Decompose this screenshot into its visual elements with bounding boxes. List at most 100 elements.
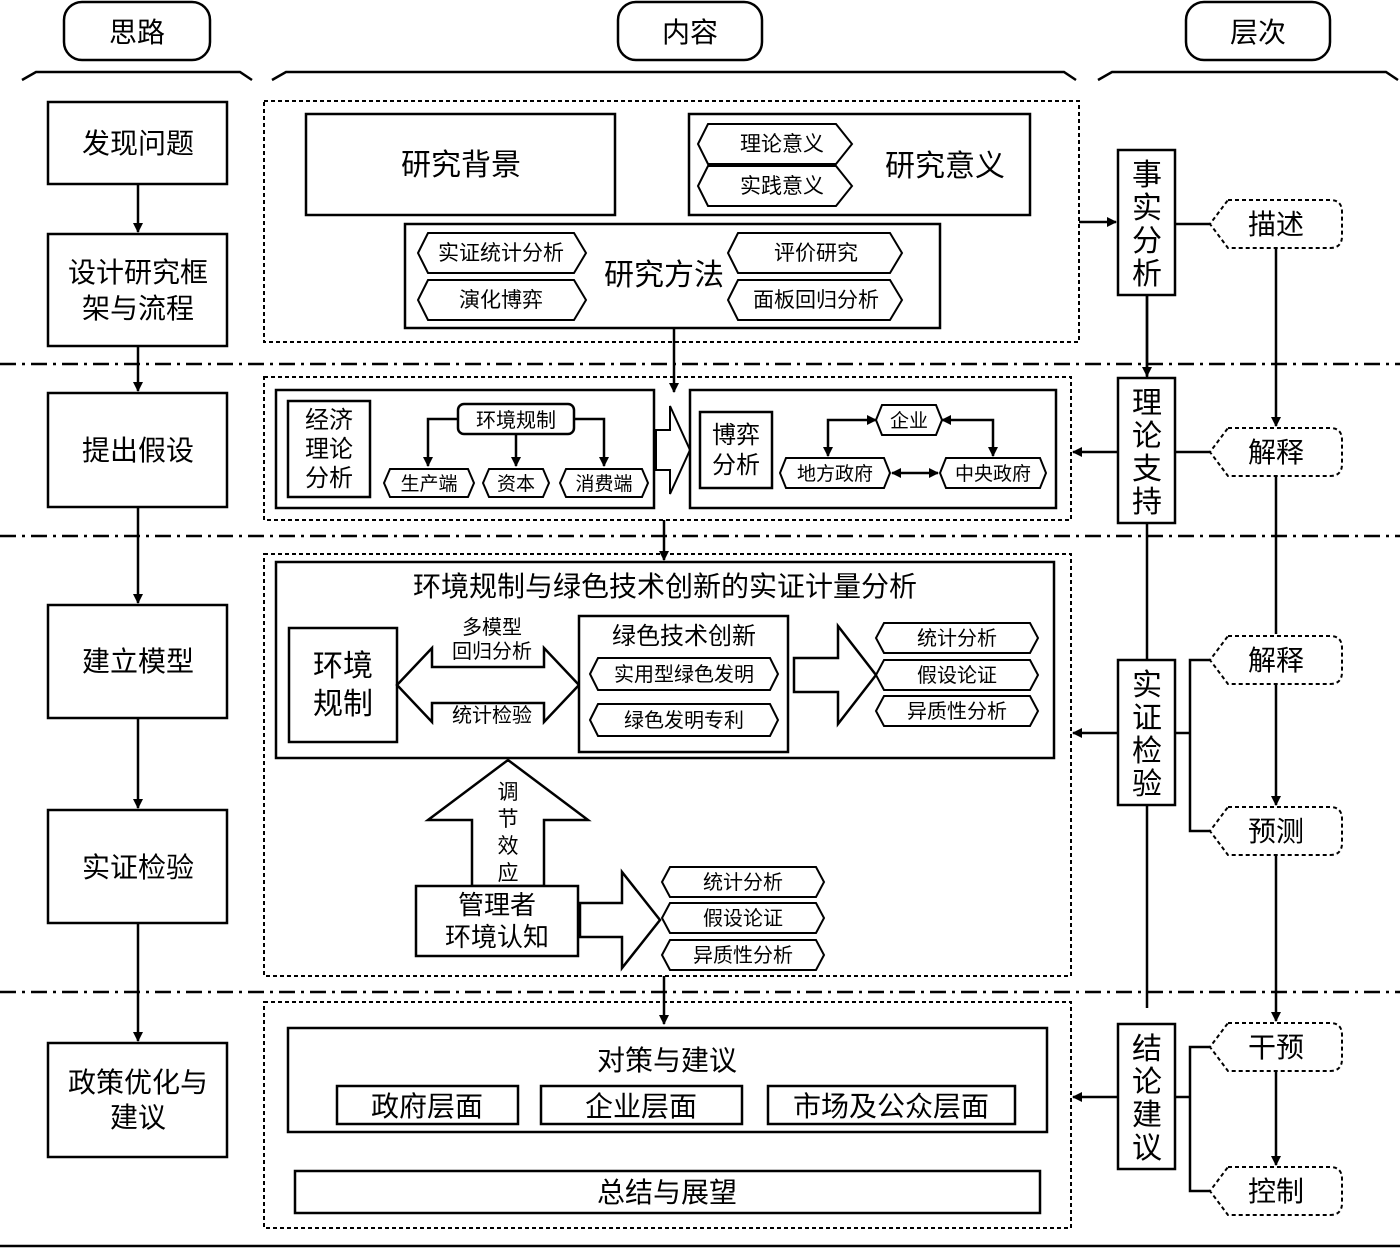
stage4-char-2: 论 (1132, 1065, 1162, 1100)
summary-outlook-label: 总结与展望 (597, 1176, 737, 1209)
game-enterprise-node: 企业 (890, 410, 928, 432)
result1-hypothesis: 假设论证 (917, 663, 997, 687)
research-methods: 实证统计分析 演化博弈 评价研究 面板回归分析 研究方法 (403, 222, 942, 330)
header-content: 内容 (616, 0, 764, 62)
level-market-public: 市场及公众层面 (793, 1090, 989, 1123)
stage3-char-4: 验 (1132, 767, 1162, 802)
step-design-framework-label-1: 设计研究框 (68, 256, 208, 289)
method-evaluation: 评价研究 (774, 241, 858, 265)
header-level-label: 层次 (1230, 16, 1286, 49)
header-content-label: 内容 (662, 16, 718, 49)
results-list-2: 统计分析 假设论证 异质性分析 (660, 866, 826, 971)
step-empirical-test-label: 实证检验 (82, 851, 194, 884)
level-intervene: 干预 (1208, 1022, 1343, 1072)
result2-hypothesis: 假设论证 (703, 906, 783, 930)
connector-stage4-levels (1188, 1045, 1210, 1193)
stage3-char-3: 检 (1132, 734, 1162, 769)
results-list-1: 统计分析 假设论证 异质性分析 (874, 622, 1040, 727)
green-innovation-box: 绿色技术创新 实用型绿色发明 绿色发明专利 (577, 614, 790, 754)
manager-cognition-box: 管理者 环境认知 (414, 884, 580, 958)
stage1-char-4: 析 (1132, 257, 1162, 292)
level-intervene-label: 干预 (1248, 1031, 1304, 1064)
env-box-label-2: 规制 (313, 687, 373, 722)
env-regulation-box: 环境 规制 (287, 626, 399, 744)
econ-item-consumption: 消费端 (575, 473, 632, 495)
econ-item-capital: 资本 (497, 473, 535, 495)
result2-heterogeneity: 异质性分析 (693, 943, 793, 967)
moderation-char-4: 应 (498, 861, 519, 885)
header-thinking: 思路 (62, 0, 212, 62)
header-brace-right (1097, 70, 1399, 82)
level-enterprise: 企业层面 (585, 1090, 697, 1123)
level-describe-label: 描述 (1248, 208, 1304, 241)
moderation-up-arrow (424, 758, 592, 888)
moderation-char-1: 调 (498, 780, 519, 804)
step-policy: 政策优化与 建议 (46, 1041, 229, 1159)
section2-frame (263, 376, 1072, 521)
env-regulation-node: 环境规制 (476, 408, 556, 432)
arrow-label-multimodel: 多模型 (462, 615, 522, 639)
hollow-arrow-manager-to-results (578, 868, 662, 972)
summary-outlook: 总结与展望 (293, 1169, 1042, 1215)
stage3-char-1: 实 (1132, 668, 1162, 703)
research-methods-label: 研究方法 (604, 258, 724, 293)
header-thinking-label: 思路 (109, 16, 165, 49)
moderation-char-2: 节 (498, 807, 519, 831)
section1-frame (263, 100, 1080, 343)
econ-label-1: 经济 (305, 406, 353, 434)
level-predict-label: 预测 (1248, 815, 1304, 848)
game-local-gov-node: 地方政府 (797, 463, 873, 485)
step-find-problem: 发现问题 (46, 100, 229, 186)
step-hypothesis-label: 提出假设 (82, 434, 194, 467)
stage1-char-1: 事 (1132, 158, 1162, 193)
level-explain-2-label: 解释 (1248, 644, 1304, 677)
step-hypothesis: 提出假设 (46, 391, 229, 509)
step-build-model-label: 建立模型 (82, 645, 194, 678)
stage1-char-2: 实 (1132, 191, 1162, 226)
game-label-1: 博弈 (712, 421, 760, 449)
connector-stage3-levels (1188, 658, 1210, 833)
econ-theory-panel: 经济 理论 分析 环境规制 生产端 资本 消费端 (274, 388, 656, 510)
header-brace-middle (271, 70, 1077, 82)
section3-frame (263, 553, 1072, 977)
level-control: 控制 (1208, 1166, 1343, 1216)
stage4-char-3: 建 (1132, 1098, 1162, 1133)
econ-label-3: 分析 (305, 464, 353, 492)
countermeasures-title: 对策与建议 (597, 1044, 737, 1077)
sig-item-practice: 实践意义 (740, 174, 824, 198)
econ-item-production: 生产端 (400, 473, 457, 495)
step-design-framework-label-2: 架与流程 (82, 292, 194, 325)
sig-item-theory: 理论意义 (740, 132, 824, 156)
result1-heterogeneity: 异质性分析 (907, 699, 1007, 723)
stage1-char-3: 分 (1132, 224, 1162, 259)
stage4-char-4: 议 (1132, 1131, 1162, 1166)
hollow-arrow-econ-to-game (655, 405, 692, 495)
manager-label-1: 管理者 (458, 891, 536, 921)
research-background-label: 研究背景 (401, 148, 521, 183)
header-brace-left (21, 70, 253, 82)
result1-stats: 统计分析 (917, 626, 997, 650)
level-explain-2: 解释 (1208, 635, 1343, 685)
step-build-model: 建立模型 (46, 603, 229, 720)
header-level: 层次 (1184, 0, 1332, 62)
arrow-label-regression: 回归分析 (452, 639, 532, 663)
level-explain-1: 解释 (1208, 427, 1343, 477)
moderation-char-3: 效 (498, 834, 519, 858)
empirical-analysis-title: 环境规制与绿色技术创新的实证计量分析 (413, 570, 917, 603)
level-predict: 预测 (1208, 806, 1343, 856)
level-control-label: 控制 (1248, 1175, 1304, 1208)
stage2-char-2: 论 (1132, 419, 1162, 454)
game-central-gov-node: 中央政府 (955, 463, 1031, 485)
step-design-framework: 设计研究框 架与流程 (46, 232, 229, 348)
step-policy-label-1: 政策优化与 (68, 1066, 208, 1099)
method-empirical-stats: 实证统计分析 (438, 241, 564, 265)
research-significance-label: 研究意义 (885, 149, 1005, 184)
game-analysis-panel: 博弈 分析 企业 地方政府 中央政府 (688, 388, 1058, 510)
green-innovation-label: 绿色技术创新 (612, 622, 756, 650)
stage-fact-analysis: 事 实 分 析 (1116, 148, 1177, 297)
arrow-label-stat-test: 统计检验 (452, 703, 532, 727)
level-government: 政府层面 (371, 1090, 483, 1123)
result2-stats: 统计分析 (703, 870, 783, 894)
step-policy-label-2: 建议 (110, 1101, 166, 1134)
